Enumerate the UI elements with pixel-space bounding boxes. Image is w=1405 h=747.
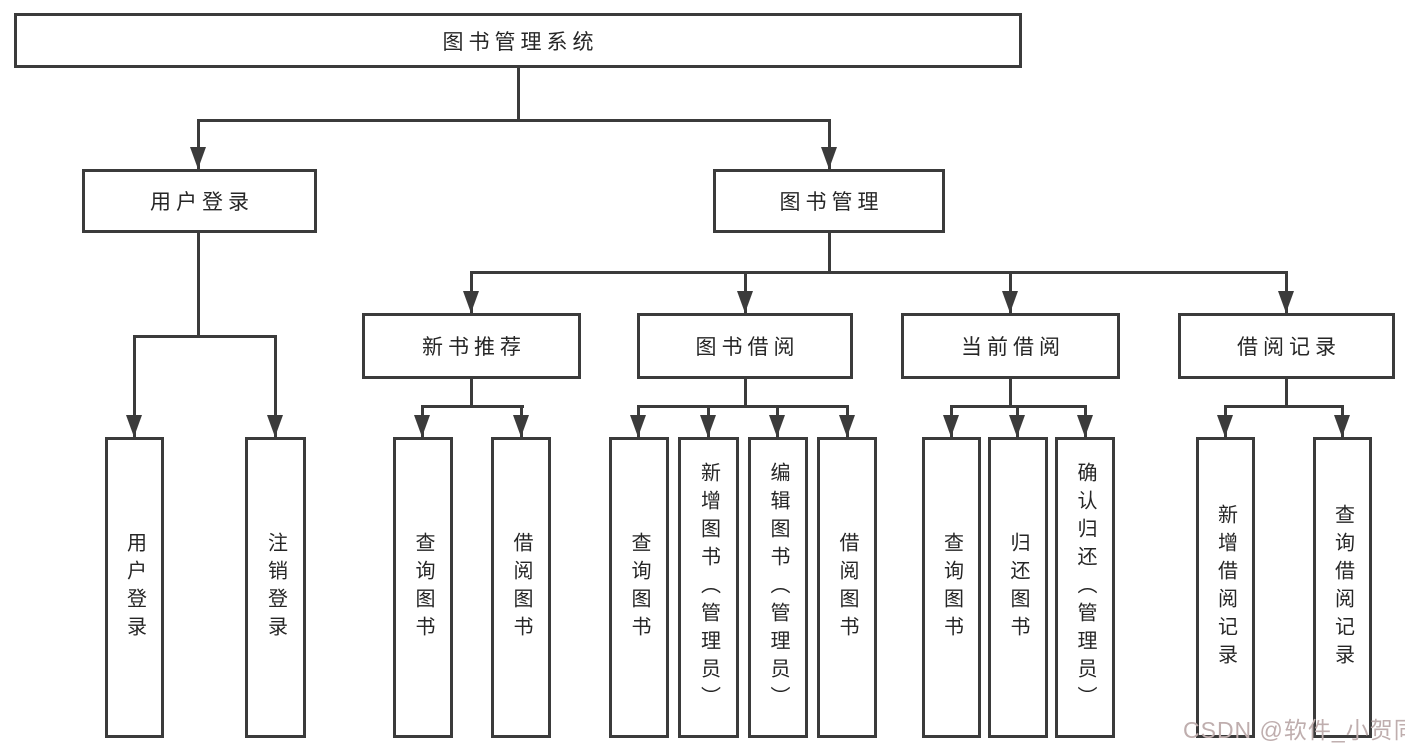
arrow-down-icon (630, 415, 646, 437)
leaf-bb-borrow-books: 借阅图书 (817, 437, 877, 738)
leaf-cb-query-books-label: 查询图书 (940, 531, 963, 644)
arrow-down-icon (943, 415, 959, 437)
arrow-down-icon (1002, 291, 1018, 313)
leaf-cb-return-books-label: 归还图书 (1007, 531, 1029, 644)
arrow-down-icon (463, 291, 479, 313)
arrow-down-icon (126, 415, 142, 437)
node-book-management-label: 图书管理 (779, 191, 884, 214)
arrow-down-icon (1334, 415, 1350, 437)
csdn-watermark: CSDN @软件_小贺同学 (1183, 717, 1405, 743)
leaf-nb-borrow-books: 借阅图书 (491, 437, 551, 738)
connector-line (637, 405, 849, 408)
connector-line (197, 119, 831, 122)
arrow-down-icon (821, 147, 837, 169)
connector-line (274, 335, 277, 437)
arrow-down-icon (1009, 415, 1025, 437)
connector-line (197, 230, 200, 337)
node-new-book-recommend-label: 新书推荐 (422, 336, 526, 359)
leaf-bb-query-books-label: 查询图书 (628, 531, 650, 644)
leaf-rec-add-record-label: 新增借阅记录 (1214, 503, 1237, 672)
arrow-down-icon (839, 415, 855, 437)
connector-line (421, 405, 524, 408)
connector-line (133, 335, 136, 437)
leaf-cb-confirm-return-label: 确认归还（管理员） (1074, 461, 1096, 714)
leaf-logout-login: 注销登录 (245, 437, 306, 738)
arrow-down-icon (737, 291, 753, 313)
leaf-cb-confirm-return: 确认归还（管理员） (1055, 437, 1115, 738)
leaf-cb-return-books: 归还图书 (988, 437, 1048, 738)
leaf-cb-query-books: 查询图书 (922, 437, 981, 738)
leaf-nb-borrow-books-label: 借阅图书 (510, 531, 532, 644)
connector-line (828, 119, 831, 169)
connector-line (1009, 377, 1012, 408)
arrow-down-icon (1077, 415, 1093, 437)
node-new-book-recommend: 新书推荐 (362, 313, 581, 379)
arrow-down-icon (1278, 291, 1294, 313)
leaf-bb-borrow-books-label: 借阅图书 (836, 531, 858, 644)
leaf-rec-query-record-label: 查询借阅记录 (1331, 503, 1354, 672)
node-user-login: 用户登录 (82, 169, 317, 233)
leaf-bb-edit-books-label: 编辑图书（管理员） (767, 461, 789, 714)
leaf-bb-edit-books: 编辑图书（管理员） (748, 437, 808, 738)
connector-line (517, 66, 520, 122)
leaf-user-login: 用户登录 (105, 437, 164, 738)
leaf-rec-add-record: 新增借阅记录 (1196, 437, 1255, 738)
leaf-bb-query-books: 查询图书 (609, 437, 669, 738)
connector-line (470, 271, 1288, 274)
leaf-logout-login-label: 注销登录 (264, 531, 287, 644)
arrow-down-icon (700, 415, 716, 437)
node-book-borrow-label: 图书借阅 (695, 336, 800, 359)
leaf-bb-add-books-label: 新增图书（管理员） (697, 461, 720, 714)
node-root-label: 图书管理系统 (442, 30, 599, 54)
connector-line (828, 230, 831, 274)
connector-line (133, 335, 277, 338)
node-book-management: 图书管理 (713, 169, 945, 233)
connector-line (744, 377, 747, 408)
node-borrow-records: 借阅记录 (1178, 313, 1395, 379)
leaf-rec-query-record: 查询借阅记录 (1313, 437, 1372, 738)
connector-line (1224, 405, 1344, 408)
connector-line (197, 119, 200, 169)
leaf-bb-add-books: 新增图书（管理员） (678, 437, 739, 738)
arrow-down-icon (1217, 415, 1233, 437)
connector-line (470, 377, 473, 408)
leaf-user-login-label: 用户登录 (123, 531, 146, 644)
arrow-down-icon (414, 415, 430, 437)
node-current-borrow: 当前借阅 (901, 313, 1120, 379)
node-current-borrow-label: 当前借阅 (961, 336, 1065, 359)
connector-line (1285, 377, 1288, 408)
node-borrow-records-label: 借阅记录 (1237, 336, 1341, 359)
arrow-down-icon (190, 147, 206, 169)
arrow-down-icon (267, 415, 283, 437)
leaf-nb-query-books: 查询图书 (393, 437, 453, 738)
arrow-down-icon (513, 415, 529, 437)
arrow-down-icon (769, 415, 785, 437)
node-root: 图书管理系统 (14, 13, 1022, 68)
node-book-borrow: 图书借阅 (637, 313, 853, 379)
node-user-login-label: 用户登录 (150, 191, 254, 214)
leaf-nb-query-books-label: 查询图书 (412, 531, 434, 644)
